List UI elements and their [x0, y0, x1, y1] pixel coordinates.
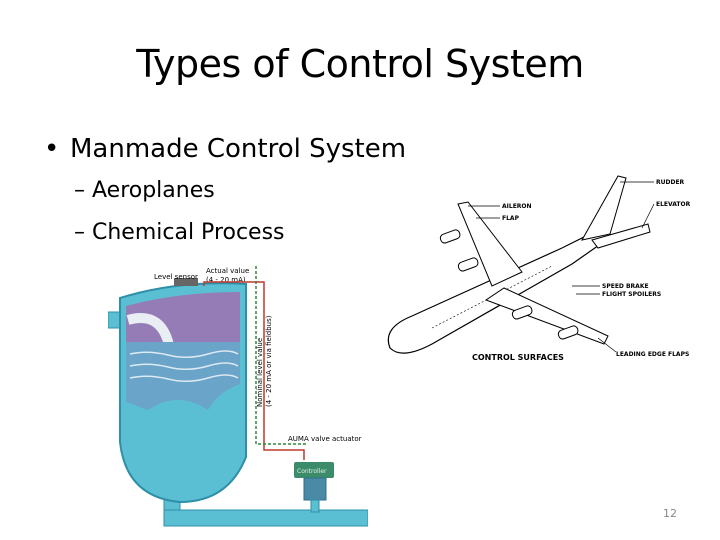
leader-lines — [468, 181, 655, 353]
outlet-pipe-horizontal — [163, 509, 368, 527]
nominal-value-label: Nominal level value — [256, 338, 264, 407]
actual-range-label: (4 - 20 mA) — [206, 276, 246, 284]
slide-title: Types of Control System — [136, 42, 584, 86]
tank-gas — [126, 292, 240, 342]
actuator-body — [303, 477, 327, 501]
upper-wing — [457, 201, 523, 287]
control-surfaces-caption: CONTROL SURFACES — [472, 353, 564, 362]
engine-lower-2 — [557, 325, 579, 340]
vertical-tail — [581, 175, 627, 241]
sub-item-aeroplanes: – Aeroplanes — [74, 178, 215, 203]
actuator-label: AUMA valve actuator — [288, 435, 362, 443]
engine-upper-1 — [439, 229, 461, 244]
valve-actuator — [294, 462, 334, 478]
page-number: 12 — [663, 507, 677, 520]
bullet-text: Manmade Control System — [70, 134, 407, 164]
level-sensor — [174, 278, 198, 286]
bullet-dot: • — [44, 134, 60, 164]
nominal-range-label: (4 - 20 mA or via fieldbus) — [265, 315, 273, 407]
leading-edge-flaps-label: LEADING EDGE FLAPS — [616, 351, 689, 358]
aileron-label: AILERON — [502, 203, 532, 210]
elevator-label: ELEVATOR — [656, 201, 691, 208]
flight-spoilers-label: FLIGHT SPOILERS — [602, 291, 661, 298]
level-sensor-label: Level sensor — [154, 273, 198, 281]
engine-upper-2 — [457, 257, 479, 272]
lower-wing — [484, 287, 609, 345]
flap-label: FLAP — [502, 215, 520, 222]
signal-line-green — [255, 266, 306, 445]
tank-figure: Level sensor Actual value (4 - 20 mA) No… — [108, 266, 368, 527]
actual-value-label: Actual value — [206, 267, 249, 275]
engine-lower-1 — [511, 305, 533, 320]
sub-item-chemical-process: – Chemical Process — [74, 220, 285, 245]
horizontal-stabilizer — [591, 223, 651, 249]
rudder-label: RUDDER — [656, 179, 685, 186]
speed-brake-label: SPEED BRAKE — [602, 283, 649, 290]
fuselage-windows — [431, 265, 553, 329]
aircraft-figure: RUDDER ELEVATOR AILERON FLAP SPEED BRAKE… — [387, 175, 691, 362]
water-waves — [129, 350, 239, 382]
controller-label: Controller — [297, 468, 327, 475]
signal-line-red — [203, 281, 305, 460]
valve-stem — [310, 499, 320, 513]
bullet-item: • Manmade Control System — [44, 134, 406, 164]
tank-water — [126, 342, 240, 410]
